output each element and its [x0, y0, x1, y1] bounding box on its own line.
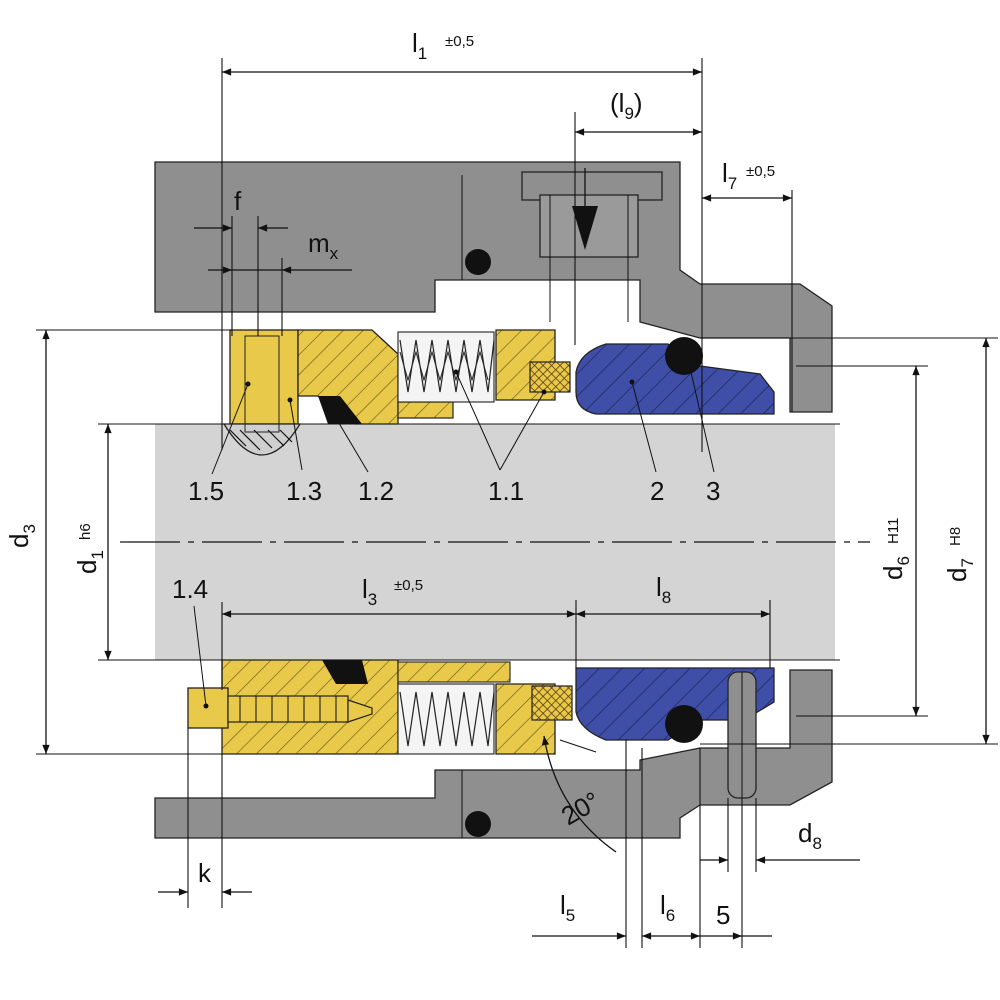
- housing: [154, 161, 833, 839]
- part-1-2-oring: [318, 396, 362, 424]
- part-1-4-screw: [187, 687, 229, 729]
- dim-l7: l7: [722, 158, 737, 193]
- label-3: 3: [706, 476, 720, 506]
- part-1-3-body: [297, 329, 399, 425]
- dim-d6-tol: H11: [885, 518, 902, 544]
- part-1-5-collar: [229, 329, 299, 425]
- dim-d8: d8: [798, 818, 822, 853]
- flow-arrow-icon: [572, 206, 598, 250]
- dim-l6: l6: [660, 890, 675, 925]
- label-1-4: 1.4: [172, 574, 208, 604]
- dim-d1: d1: [72, 550, 107, 574]
- label-2: 2: [650, 476, 664, 506]
- dim-d3: d3: [4, 524, 39, 548]
- dim-l5: l5: [560, 890, 575, 925]
- dim-d6: d6: [878, 556, 913, 580]
- dim-l8: l8: [656, 572, 671, 607]
- label-1-3: 1.3: [286, 476, 322, 506]
- dim-k: k: [198, 858, 212, 888]
- part-1-2-oring-bottom: [322, 660, 368, 684]
- housing-oring-bottom: [465, 811, 491, 837]
- part-1-1-insert-top: [529, 361, 571, 393]
- part-callouts: 1.5 1.3 1.2 1.1 2 3 1.4: [172, 365, 720, 709]
- dim-l1: l1: [412, 28, 427, 63]
- dim-l7-tol: ±0,5: [746, 163, 775, 180]
- label-1-1: 1.1: [488, 476, 524, 506]
- bottom-seal-assembly: [187, 659, 775, 800]
- housing-top: [154, 161, 833, 413]
- label-1-5: 1.5: [188, 476, 224, 506]
- label-1-2: 1.2: [358, 476, 394, 506]
- dim-l1-tol: ±0,5: [445, 33, 474, 50]
- spring-top: [399, 339, 495, 393]
- dim-5: 5: [716, 900, 730, 930]
- housing-bottom: [154, 669, 833, 839]
- part-1-1-insert-bottom: [531, 685, 573, 721]
- dim-f: f: [234, 186, 242, 216]
- part-2-seat-top: [575, 343, 775, 415]
- housing-oring-top: [465, 249, 491, 275]
- dim-mx: mx: [308, 228, 339, 263]
- dim-d7-tol: H8: [947, 527, 964, 546]
- dim-d1-tol: h6: [77, 523, 94, 540]
- dim-l9: (l9): [610, 88, 643, 123]
- dim-d7: d7: [942, 558, 977, 582]
- top-seal-assembly: [222, 329, 775, 456]
- dim-l3: l3: [362, 574, 377, 609]
- part-3-oring-top: [665, 337, 703, 375]
- spring-bottom: [399, 691, 495, 747]
- part-3-oring-bottom: [665, 705, 703, 743]
- dim-l3-tol: ±0,5: [394, 577, 423, 594]
